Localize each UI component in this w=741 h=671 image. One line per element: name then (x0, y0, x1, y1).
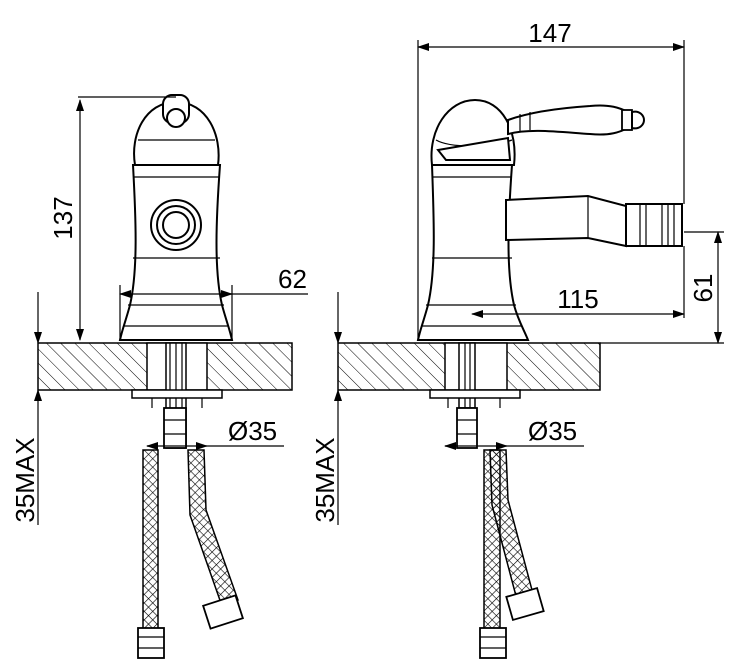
side-handle (507, 104, 629, 136)
front-hose-fitting-right (201, 594, 245, 630)
front-hose-left (142, 449, 159, 631)
front-body (118, 164, 234, 341)
side-shank (444, 342, 508, 391)
front-mount-plate (131, 389, 223, 399)
front-nut (163, 407, 187, 449)
dim-side-thickness: 35MAX (310, 437, 340, 522)
side-spout (505, 194, 627, 248)
front-hose-right (187, 449, 239, 607)
dim-front-hole: Ø35 (228, 416, 277, 446)
side-nut (456, 407, 478, 449)
dim-side-width: 147 (528, 18, 571, 48)
side-hose-fitting-right (505, 586, 545, 622)
side-hose-fitting-left (479, 627, 507, 659)
dim-front-thickness: 35MAX (10, 437, 40, 522)
side-spout-nozzle (625, 203, 683, 247)
dim-side-spout-height: 61 (688, 274, 718, 303)
front-view: 137 62 Ø35 35MAX (10, 94, 308, 659)
dim-side-hole: Ø35 (528, 416, 577, 446)
dim-front-height: 137 (48, 196, 78, 239)
dim-front-width: 62 (278, 264, 307, 294)
side-view: 147 115 61 Ø35 35MAX (310, 18, 724, 659)
side-mount-plate (429, 389, 521, 399)
dim-side-reach: 115 (557, 284, 598, 314)
front-hose-fitting-left (137, 627, 165, 659)
